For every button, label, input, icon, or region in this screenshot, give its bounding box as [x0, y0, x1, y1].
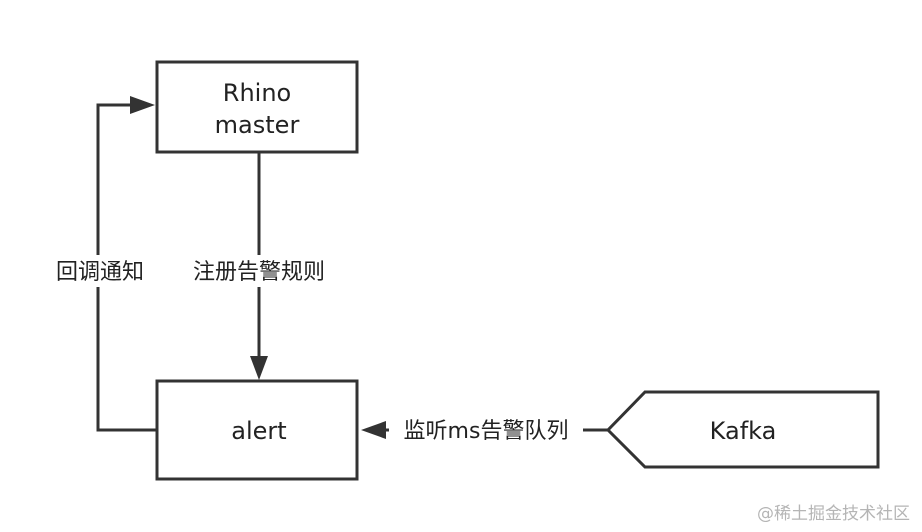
- node-rhino-master: Rhino master: [155, 60, 359, 154]
- edge-register-rules: 注册告警规则: [180, 152, 338, 380]
- node-alert-label: alert: [231, 417, 286, 445]
- edge-listen-queue-label: 监听ms告警队列: [404, 419, 569, 444]
- node-rhino-master-label-line1: Rhino: [223, 79, 291, 107]
- edge-callback-notify: 回调通知: [46, 96, 157, 432]
- watermark: @稀土掘金技术社区: [757, 504, 910, 524]
- node-kafka-shape: [605, 390, 880, 469]
- edge-listen-queue: 监听ms告警队列: [361, 414, 608, 446]
- node-alert-box: [155, 379, 359, 481]
- node-kafka: Kafka: [605, 390, 880, 469]
- edge-callback-notify-label: 回调通知: [56, 260, 144, 285]
- edge-callback-notify-arrowhead: [130, 96, 155, 114]
- node-rhino-master-box: [155, 60, 359, 154]
- edge-register-rules-arrowhead: [250, 356, 268, 380]
- edge-listen-queue-arrowhead: [361, 421, 386, 439]
- edge-register-rules-label: 注册告警规则: [193, 260, 325, 285]
- node-rhino-master-label-line2: master: [215, 111, 300, 139]
- node-kafka-label: Kafka: [710, 417, 777, 445]
- node-alert: alert: [155, 379, 359, 481]
